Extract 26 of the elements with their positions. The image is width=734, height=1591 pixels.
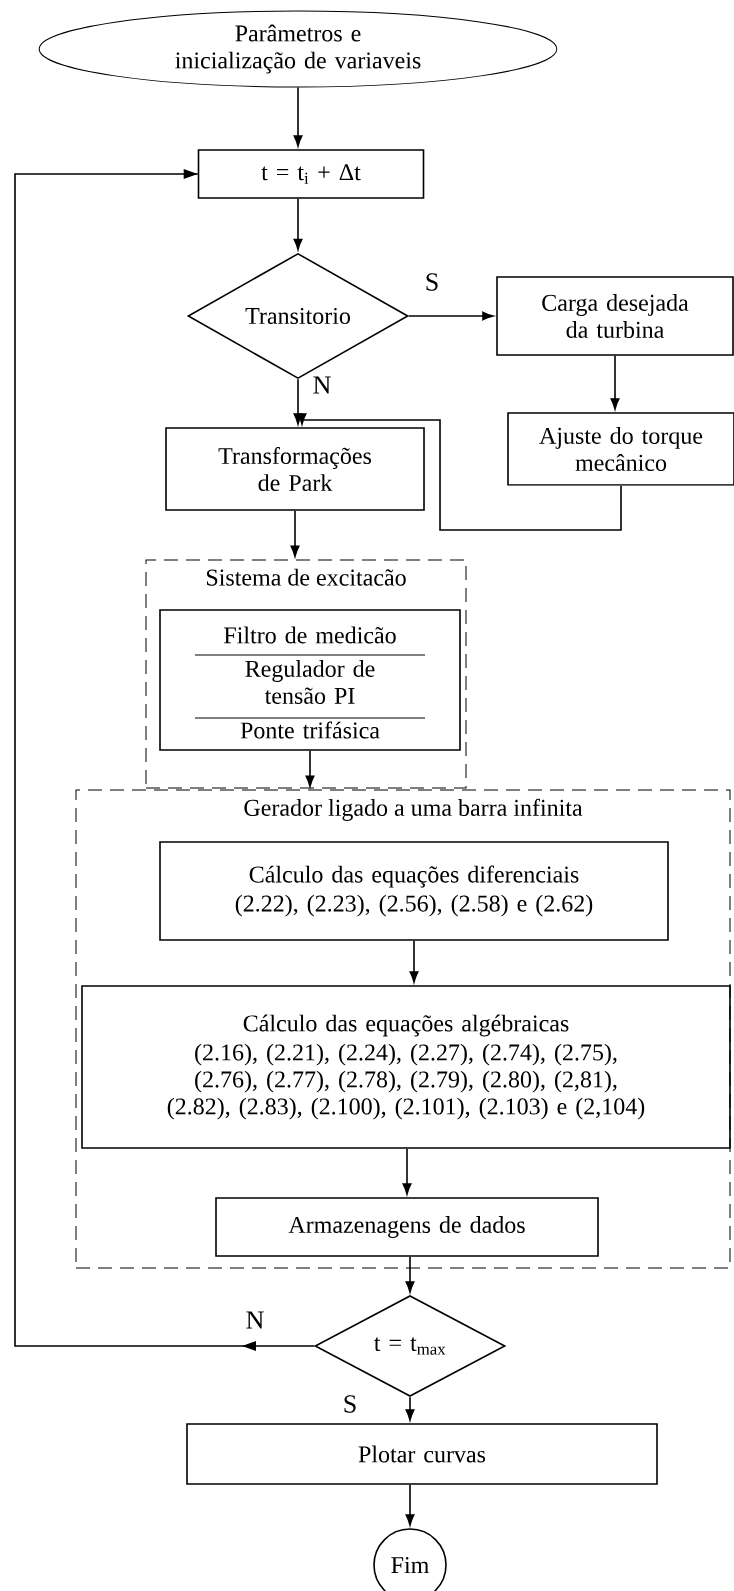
process-box: Cálculo das equações algébraicas (2.16), (2.21), (2.24), (2.27), (2.74), (2.75), (2.76), (2.77), (2.78), (2.79), (2.80), (2,81), (2.82), (2.83), (2.100), (2.101), (2.103) e (2,104) <box>81 985 731 1149</box>
process-box: Filtro de medicão Regulador de tensão PI Ponte trifásica <box>159 609 461 751</box>
arrow <box>408 311 494 321</box>
arrow <box>297 413 622 531</box>
process-box: Armazenagens de dados <box>215 1197 599 1257</box>
arrow <box>14 169 315 1351</box>
process-box: Ajuste do torque mecânico <box>507 412 734 486</box>
process-box: t = t$_{i}$ + Δt <box>197 149 425 199</box>
process-box: Carga desejada da turbina <box>496 276 734 356</box>
process-box: Transformações de Park <box>165 427 425 511</box>
arrow <box>409 940 419 983</box>
arrow <box>610 355 620 410</box>
arrow <box>402 1148 412 1195</box>
arrow <box>293 378 303 425</box>
arrow <box>293 198 303 251</box>
edge-label: S <box>423 272 441 292</box>
arrow <box>305 750 315 787</box>
arrow <box>405 1256 415 1293</box>
arrow <box>405 1396 415 1421</box>
arrow <box>290 510 300 557</box>
arrow <box>405 1484 415 1526</box>
edge-label: N <box>244 1310 266 1330</box>
process-box: Plotar curvas <box>186 1423 658 1485</box>
edge-label: S <box>341 1394 359 1414</box>
arrow <box>293 86 303 147</box>
process-box: Cálculo das equações diferenciais (2.22), (2.23), (2.56), (2.58) e (2.62) <box>159 841 669 941</box>
